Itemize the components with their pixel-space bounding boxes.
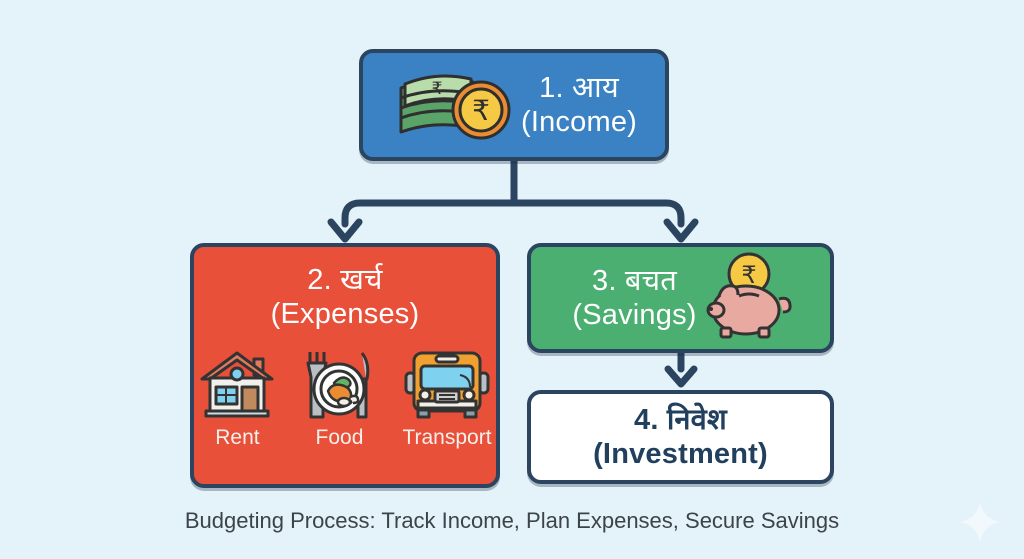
expense-items: Rent (194, 347, 496, 450)
expense-caption-food: Food (315, 426, 364, 450)
connector-income-to-expenses (341, 199, 518, 228)
money-stack-rupee-icon: ₹ ₹ (399, 74, 511, 140)
node-income-label: 1. आय (Income) (520, 71, 637, 138)
node-investment-label: 4. निवेश (Investment) (593, 403, 768, 470)
svg-text:₹: ₹ (432, 79, 443, 98)
node-savings[interactable]: 3. बचत (Savings) ₹ (527, 243, 834, 353)
connector-income-to-savings (510, 199, 685, 228)
diagram-caption: Budgeting Process: Track Income, Plan Ex… (184, 508, 840, 533)
node-income[interactable]: ₹ ₹ 1. आय (Income) (359, 49, 669, 161)
house-icon (200, 351, 274, 418)
expense-item-food[interactable]: Food (300, 347, 378, 450)
expense-caption-transport: Transport (402, 426, 492, 450)
expense-item-rent[interactable]: Rent (198, 347, 276, 450)
expense-item-transport[interactable]: Transport (402, 347, 492, 450)
expense-caption-rent: Rent (215, 426, 260, 450)
plate-cutlery-icon (306, 352, 370, 419)
bus-icon (404, 351, 490, 419)
svg-text:₹: ₹ (472, 95, 490, 126)
arrowhead-savings (663, 218, 699, 243)
piggy-bank-rupee-icon: ₹ (706, 252, 792, 339)
node-expenses-label: 2. खर्च (Expenses) (270, 264, 420, 331)
svg-text:₹: ₹ (741, 262, 756, 289)
arrowhead-expenses (327, 218, 363, 243)
node-savings-label: 3. बचत (Savings) (572, 264, 697, 331)
node-investment[interactable]: 4. निवेश (Investment) (527, 390, 834, 484)
arrowhead-investment (664, 365, 698, 388)
node-expenses[interactable]: 2. खर्च (Expenses) (190, 243, 500, 488)
